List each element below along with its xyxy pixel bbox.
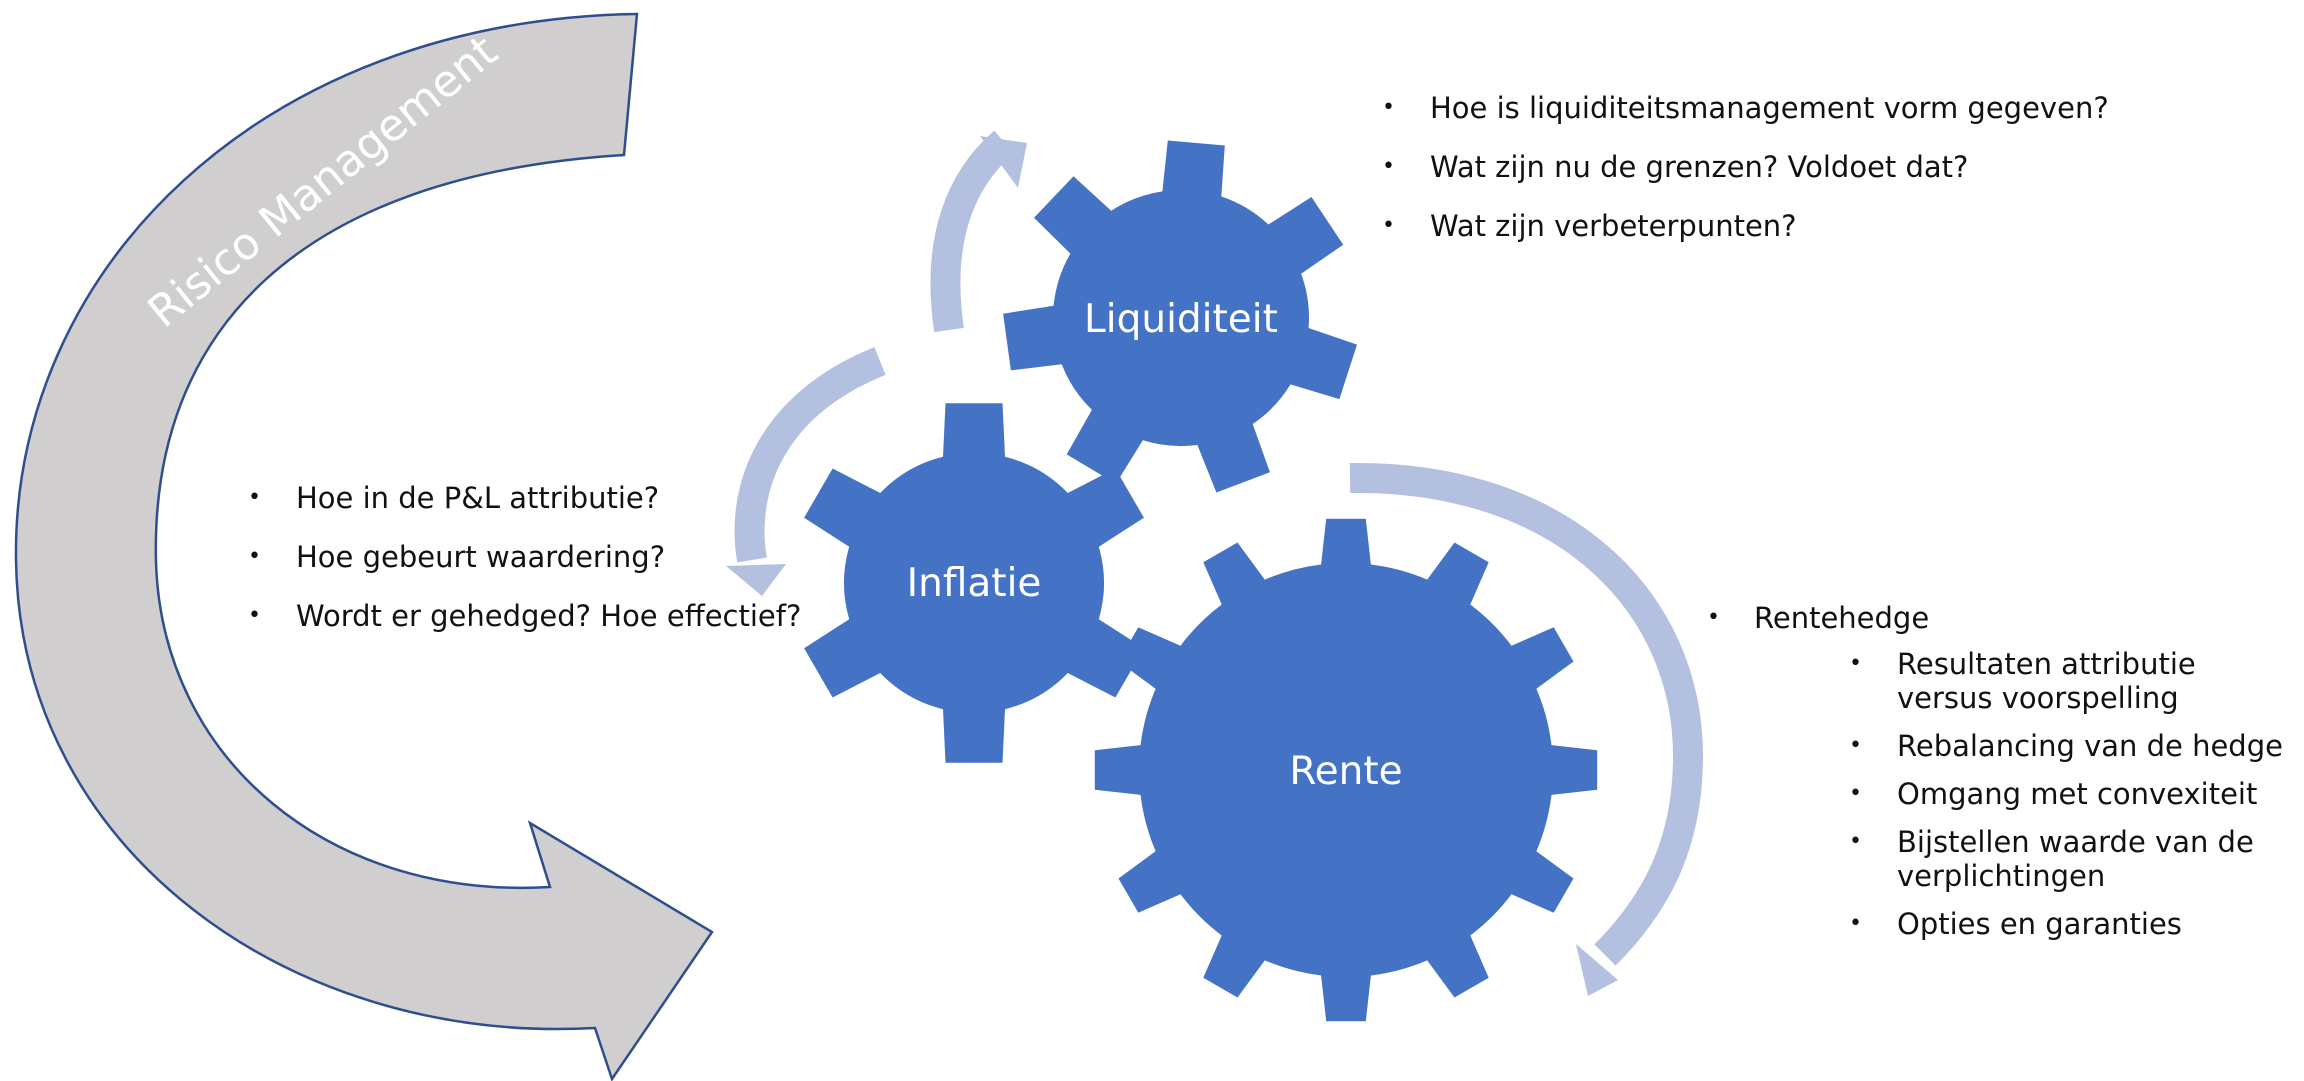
rente-list: Rentehedge Resultaten attributie versus …: [1707, 601, 2297, 955]
gear-label-liquiditeit: Liquiditeit: [1084, 297, 1278, 342]
rente-heading-item: Rentehedge Resultaten attributie versus …: [1707, 601, 2297, 941]
rente-subitem: Rebalancing van de hedge: [1849, 729, 2297, 763]
rente-subitem: Bijstellen waarde van de verplichtingen: [1849, 825, 2297, 893]
arc-arrow-top: [930, 130, 1015, 333]
risk-management-arrow: [14, 12, 714, 1081]
rente-subitem: Opties en garanties: [1849, 907, 2297, 941]
gear-label-inflatie: Inflatie: [907, 561, 1042, 606]
arc-arrow-left: [734, 347, 886, 563]
gear-inflatie: [804, 403, 1144, 763]
arc-arrowhead-right: [1576, 944, 1618, 996]
liquiditeit-question-list: Hoe is liquiditeitsmanagement vorm gegev…: [1382, 91, 2282, 268]
gear-rente: [1094, 518, 1598, 1022]
rente-heading: Rentehedge: [1754, 601, 1930, 635]
arc-arrowhead-top: [980, 136, 1027, 188]
rente-subitem: Omgang met convexiteit: [1849, 777, 2297, 811]
liquiditeit-question: Hoe is liquiditeitsmanagement vorm gegev…: [1382, 91, 2282, 125]
inflatie-question: Wordt er gehedged? Hoe effectief?: [248, 599, 888, 633]
arc-arrow-right: [1349, 462, 1704, 966]
liquiditeit-question: Wat zijn verbeterpunten?: [1382, 209, 2282, 243]
gear-label-rente: Rente: [1289, 749, 1402, 794]
gear-liquiditeit: [1003, 140, 1357, 493]
inflatie-question-list: Hoe in de P&L attributie? Hoe gebeurt wa…: [248, 481, 888, 658]
rente-subitem: Resultaten attributie versus voorspellin…: [1849, 647, 2297, 715]
inflatie-question: Hoe gebeurt waardering?: [248, 540, 888, 574]
rente-subitem-list: Resultaten attributie versus voorspellin…: [1754, 647, 2297, 941]
liquiditeit-question: Wat zijn nu de grenzen? Voldoet dat?: [1382, 150, 2282, 184]
inflatie-question: Hoe in de P&L attributie?: [248, 481, 888, 515]
